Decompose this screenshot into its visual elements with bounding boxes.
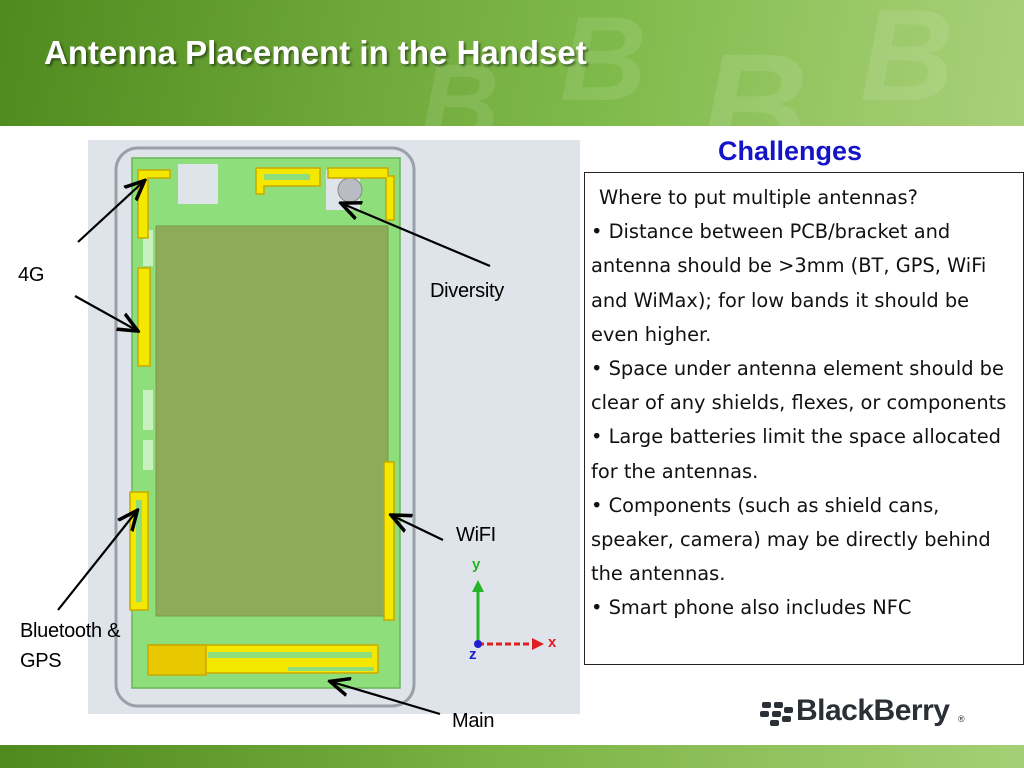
blackberry-logo: BlackBerry ®	[760, 692, 980, 736]
label-main: Main	[452, 710, 495, 732]
antenna-wifi	[383, 461, 395, 621]
header-decoration: B	[560, 0, 647, 126]
header-band: B B B B Antenna Placement in the Handset	[0, 0, 1024, 126]
handset-drawing	[114, 146, 544, 708]
bullet-text: Components (such as shield cans, speaker…	[591, 493, 991, 586]
footer-band	[0, 745, 1024, 768]
label-bluetooth-gps-line2: GPS	[20, 650, 62, 672]
antenna-main-slot	[208, 652, 372, 658]
bullet-text: Distance between PCB/bracket and antenna…	[591, 220, 987, 346]
side-slot	[143, 440, 153, 470]
bullet-mark: •	[591, 357, 603, 381]
challenges-heading: Challenges	[717, 136, 863, 166]
blackberry-logo-icon	[760, 702, 793, 726]
axis-y-label: y	[472, 556, 481, 573]
antenna-bt-slot	[136, 500, 142, 602]
side-slot	[143, 390, 153, 430]
z-axis-dot	[474, 640, 482, 648]
challenge-bullet: • Components (such as shield cans, speak…	[591, 489, 1017, 592]
challenge-bullet: • Space under antenna element should be …	[591, 352, 1017, 420]
antenna-top-slot	[264, 174, 310, 180]
axis-z-label: z	[469, 646, 477, 663]
slide-title: Antenna Placement in the Handset	[44, 34, 587, 71]
side-slot	[143, 230, 153, 266]
bullet-text: Space under antenna element should be cl…	[591, 357, 1007, 415]
challenge-bullet: • Smart phone also includes NFC	[591, 591, 1017, 625]
bullet-mark: •	[591, 425, 603, 449]
label-wifi: WiFI	[456, 524, 496, 546]
bullet-text: Smart phone also includes NFC	[608, 596, 912, 620]
blackberry-logo-tm: ®	[958, 714, 965, 724]
challenges-intro: Where to put multiple antennas?	[599, 186, 918, 209]
blackberry-logo-text: BlackBerry	[796, 694, 950, 727]
y-axis-arrow	[472, 580, 484, 592]
header-decoration: B	[700, 22, 809, 126]
antenna-main-slot	[288, 667, 374, 671]
header-decoration: B	[420, 42, 500, 126]
bullet-mark: •	[591, 596, 603, 620]
axis-x-label: x	[548, 634, 557, 651]
bullet-text: Large batteries limit the space allocate…	[591, 425, 1001, 483]
top-cutout	[178, 164, 218, 204]
challenge-bullet: • Distance between PCB/bracket and anten…	[591, 215, 1017, 352]
handset-figure: y x z	[88, 140, 580, 714]
header-decoration: B	[860, 0, 954, 126]
battery	[155, 225, 389, 617]
antenna-4g-side	[137, 267, 151, 367]
camera-circle	[337, 177, 363, 203]
label-4g: 4G	[18, 264, 45, 286]
antenna-main-block	[147, 644, 207, 676]
label-bluetooth-gps-line1: Bluetooth &	[20, 620, 121, 642]
label-diversity: Diversity	[430, 280, 504, 302]
phone-outline	[114, 146, 416, 708]
challenges-textbox: Where to put multiple antennas? • Distan…	[584, 172, 1024, 665]
bullet-mark: •	[591, 493, 603, 517]
x-axis-arrow	[532, 638, 544, 650]
bullet-mark: •	[591, 220, 603, 244]
challenge-bullet: • Large batteries limit the space alloca…	[591, 420, 1017, 488]
